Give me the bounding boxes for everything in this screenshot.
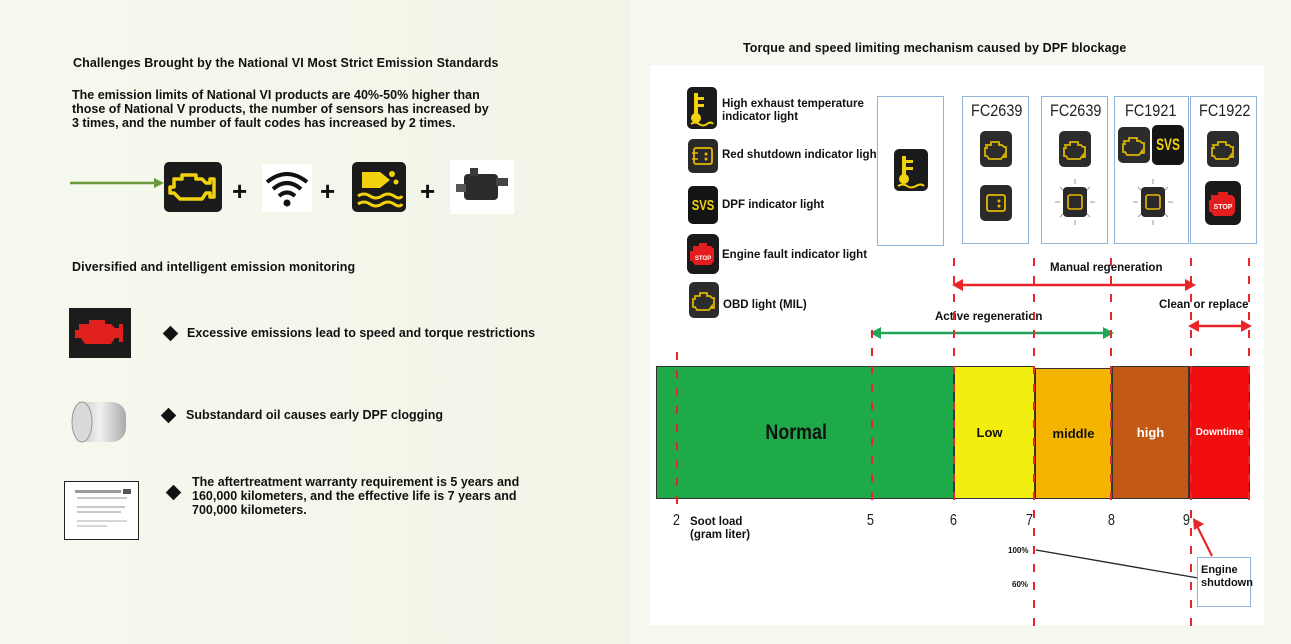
- green-arrow-icon: [70, 178, 164, 188]
- obd-engine-icon: [980, 131, 1012, 167]
- torque-60-label: 60%: [1012, 580, 1029, 589]
- svs-label: SVS: [1156, 135, 1180, 154]
- bullet-text: Excessive emissions lead to speed and to…: [187, 326, 536, 340]
- engine-check-icon: [164, 162, 222, 212]
- exhaust-fluid-icon: [352, 162, 406, 212]
- heading-challenges: Challenges Brought by the National VI Mo…: [73, 56, 499, 70]
- threshold-dashed-lines: [676, 258, 1250, 630]
- engine-shutdown-box: Engine shutdown: [1197, 557, 1253, 607]
- shutdown-line: shutdown: [1201, 577, 1253, 589]
- stage-box-high: FC1921 SVS: [1114, 96, 1189, 244]
- warranty-line: 700,000 kilometers.: [192, 503, 307, 517]
- red-engine-warning-icon: [69, 308, 131, 358]
- stop-engine-icon: STOP: [1205, 181, 1241, 225]
- warranty-line: The aftertreatment warranty requirement …: [192, 475, 520, 489]
- obd-engine-icon: [1207, 131, 1239, 167]
- fault-code: FC1922: [1199, 101, 1251, 120]
- svs-icon: SVS: [688, 186, 718, 224]
- flashing-dpf-filter-icon: [1133, 179, 1173, 225]
- soot-load-label: Soot load (gram liter): [690, 516, 750, 542]
- high-exhaust-temperature-icon: [687, 87, 717, 129]
- legend-label: DPF indicator light: [722, 199, 825, 211]
- heading-monitoring: Diversified and intelligent emission mon…: [72, 260, 356, 274]
- stop-text: STOP: [695, 256, 711, 262]
- plus-sign: +: [420, 176, 436, 206]
- soot-line: Soot load: [690, 516, 743, 528]
- plus-sign: +: [320, 176, 336, 206]
- fault-code: FC1921: [1125, 101, 1177, 120]
- sensor-module-icon: [450, 160, 514, 214]
- torque-reduction-line: [1035, 549, 1199, 579]
- legend-label: High exhaust temperature indicator light: [722, 98, 864, 124]
- clean-or-replace-label: Clean or replace: [1159, 299, 1249, 311]
- stage-box-normal: [877, 96, 944, 246]
- legend-label: Engine fault indicator light: [722, 249, 868, 261]
- tick-label: 2: [672, 512, 681, 529]
- clean-or-replace-arrow: [1188, 320, 1252, 332]
- segment-label: Low: [976, 425, 1003, 440]
- bullet-text: Substandard oil causes early DPF cloggin…: [186, 408, 444, 422]
- tick-label: 8: [1107, 512, 1116, 529]
- segment-label: high: [1136, 425, 1165, 440]
- wifi-icon: [262, 164, 312, 212]
- segment-low: Low: [954, 366, 1035, 499]
- diagram-title: Torque and speed limiting mechanism caus…: [743, 41, 1127, 55]
- stop-text: STOP: [1214, 204, 1233, 211]
- warranty-document-icon: [64, 481, 139, 540]
- obd-engine-icon: [1059, 131, 1091, 167]
- shutdown-line: Engine: [1201, 564, 1238, 576]
- segment-normal: Normal: [656, 366, 954, 499]
- segment-high: high: [1112, 366, 1189, 499]
- manual-regeneration-label: Manual regeneration: [1050, 262, 1163, 274]
- intro-paragraph: The emission limits of National VI produ…: [72, 88, 489, 130]
- active-regeneration-label: Active regeneration: [935, 311, 1043, 323]
- stage-box-middle: FC2639: [1041, 96, 1108, 244]
- obd-engine-icon: [1118, 127, 1150, 163]
- dpf-filter-icon: [980, 185, 1012, 221]
- stop-engine-icon: STOP: [687, 234, 719, 274]
- dpf-filter-icon: [688, 139, 718, 173]
- obd-engine-icon: [689, 282, 719, 318]
- fault-code: FC2639: [1050, 101, 1102, 120]
- segment-label: Normal: [765, 420, 827, 444]
- warranty-text: The aftertreatment warranty requirement …: [192, 475, 519, 517]
- plus-sign: +: [232, 176, 248, 206]
- fault-code: FC2639: [971, 101, 1023, 120]
- engine-shutdown-label: Engine shutdown: [1198, 558, 1253, 590]
- segment-label: middle: [1052, 426, 1095, 441]
- shutdown-pointer-arrow: [1193, 518, 1213, 557]
- soot-line: (gram liter): [690, 529, 751, 541]
- legend-line: indicator light: [722, 111, 799, 123]
- stage-box-low: FC2639: [962, 96, 1029, 244]
- active-regeneration-arrow: [870, 327, 1114, 339]
- legend-line: High exhaust temperature: [722, 98, 864, 110]
- tick-label: 9: [1182, 512, 1191, 529]
- torque-100-label: 100%: [1008, 546, 1029, 555]
- intro-line: those of National V products, the number…: [72, 102, 489, 116]
- svs-label: SVS: [691, 196, 715, 214]
- manual-regeneration-arrow: [952, 279, 1196, 291]
- dpf-filter-cylinder-icon: [66, 394, 134, 448]
- svs-icon: SVS: [1152, 125, 1184, 165]
- legend-label: OBD light (MIL): [723, 299, 807, 311]
- tick-label: 7: [1025, 512, 1034, 529]
- warranty-line: 160,000 kilometers, and the effective li…: [192, 489, 517, 503]
- intro-line: The emission limits of National VI produ…: [72, 88, 480, 102]
- flashing-dpf-filter-icon: [1055, 179, 1095, 225]
- tick-label: 5: [866, 512, 875, 529]
- intro-line: 3 times, and the number of fault codes h…: [72, 116, 456, 130]
- tick-label: 6: [949, 512, 958, 529]
- segment-middle: middle: [1035, 368, 1112, 499]
- segment-label: Downtime: [1195, 427, 1244, 438]
- segment-downtime: Downtime: [1189, 366, 1250, 499]
- legend-label: Red shutdown indicator light: [722, 149, 881, 161]
- high-exhaust-temperature-icon: [894, 149, 928, 191]
- stage-box-downtime: FC1922 STOP: [1190, 96, 1257, 244]
